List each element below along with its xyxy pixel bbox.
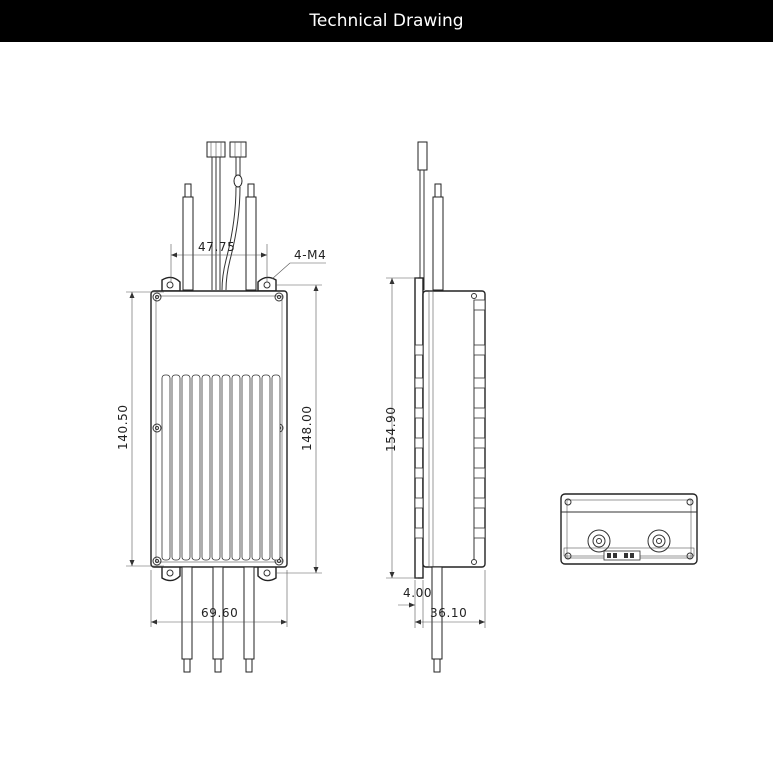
side-housing — [422, 290, 486, 568]
dim-side-height-label: 154.90 — [384, 406, 398, 452]
dim-side-depth-label: 36.10 — [430, 606, 467, 620]
front-bottom-cables — [181, 566, 255, 673]
dim-mount-holes-label: 4-M4 — [294, 248, 326, 262]
heat-sink-fins — [161, 374, 281, 561]
dim-top-spacing: 47.75 — [170, 240, 268, 282]
dim-overall-length: 148.00 — [276, 284, 322, 574]
front-view: 47.75 4-M4 140.50 148.00 — [116, 141, 326, 673]
dim-top-spacing-label: 47.75 — [198, 240, 235, 254]
dim-mount-holes: 4-M4 — [271, 248, 326, 280]
end-signal-port — [603, 550, 641, 561]
technical-drawing: 47.75 4-M4 140.50 148.00 — [116, 141, 698, 673]
dim-flange-thickness: 4.00 — [398, 580, 432, 628]
side-view: 154.90 4.00 36.10 — [384, 141, 486, 673]
dim-overall-length-label: 148.00 — [300, 405, 314, 451]
side-fin-profile — [414, 293, 486, 565]
dim-side-depth: 36.10 — [415, 570, 486, 628]
end-terminal-right — [647, 529, 671, 553]
page-header: Technical Drawing — [0, 0, 773, 42]
dim-hole-spacing: 140.50 — [116, 291, 164, 567]
dim-overall-width: 69.60 — [150, 570, 288, 627]
signal-connectors — [206, 141, 247, 291]
dim-flange-thickness-label: 4.00 — [403, 586, 432, 600]
page-title: Technical Drawing — [309, 11, 464, 31]
mounting-ears — [161, 276, 277, 582]
end-terminal-left — [587, 529, 611, 553]
dim-overall-width-label: 69.60 — [201, 606, 238, 620]
dim-hole-spacing-label: 140.50 — [116, 404, 130, 450]
front-top-cables — [182, 183, 257, 291]
side-bottom-cable — [431, 566, 443, 673]
end-view — [560, 493, 698, 565]
side-connector — [417, 141, 444, 291]
dim-side-height: 154.90 — [384, 277, 418, 579]
